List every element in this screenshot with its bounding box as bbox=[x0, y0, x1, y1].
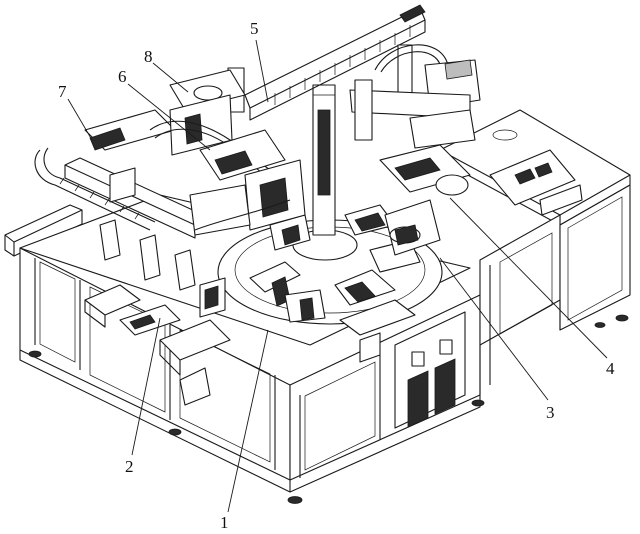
upper-gantry bbox=[227, 4, 481, 149]
rotary-table bbox=[217, 84, 443, 325]
leader-1 bbox=[227, 329, 269, 513]
leader-8 bbox=[152, 62, 189, 93]
right-modules bbox=[339, 129, 583, 363]
callout-label-8: 8 bbox=[144, 47, 153, 66]
upper-left-modules bbox=[149, 69, 306, 236]
callout-label-3: 3 bbox=[546, 403, 555, 422]
callout-label-7: 7 bbox=[58, 82, 67, 101]
leader-lines bbox=[67, 39, 608, 513]
leader-2 bbox=[131, 317, 161, 456]
leader-5 bbox=[255, 39, 269, 103]
callout-label-2: 2 bbox=[125, 457, 134, 476]
callout-label-5: 5 bbox=[250, 19, 259, 38]
callout-label-1: 1 bbox=[220, 513, 229, 532]
leader-3 bbox=[439, 257, 549, 401]
callout-labels: 1 2 3 4 5 6 7 8 bbox=[58, 19, 615, 532]
callout-label-6: 6 bbox=[118, 67, 127, 86]
front-left-trays bbox=[84, 277, 231, 406]
left-linear-module bbox=[34, 109, 211, 291]
leader-6 bbox=[127, 83, 211, 151]
leader-7 bbox=[67, 98, 93, 141]
leader-4 bbox=[449, 197, 608, 359]
callout-label-4: 4 bbox=[606, 359, 615, 378]
